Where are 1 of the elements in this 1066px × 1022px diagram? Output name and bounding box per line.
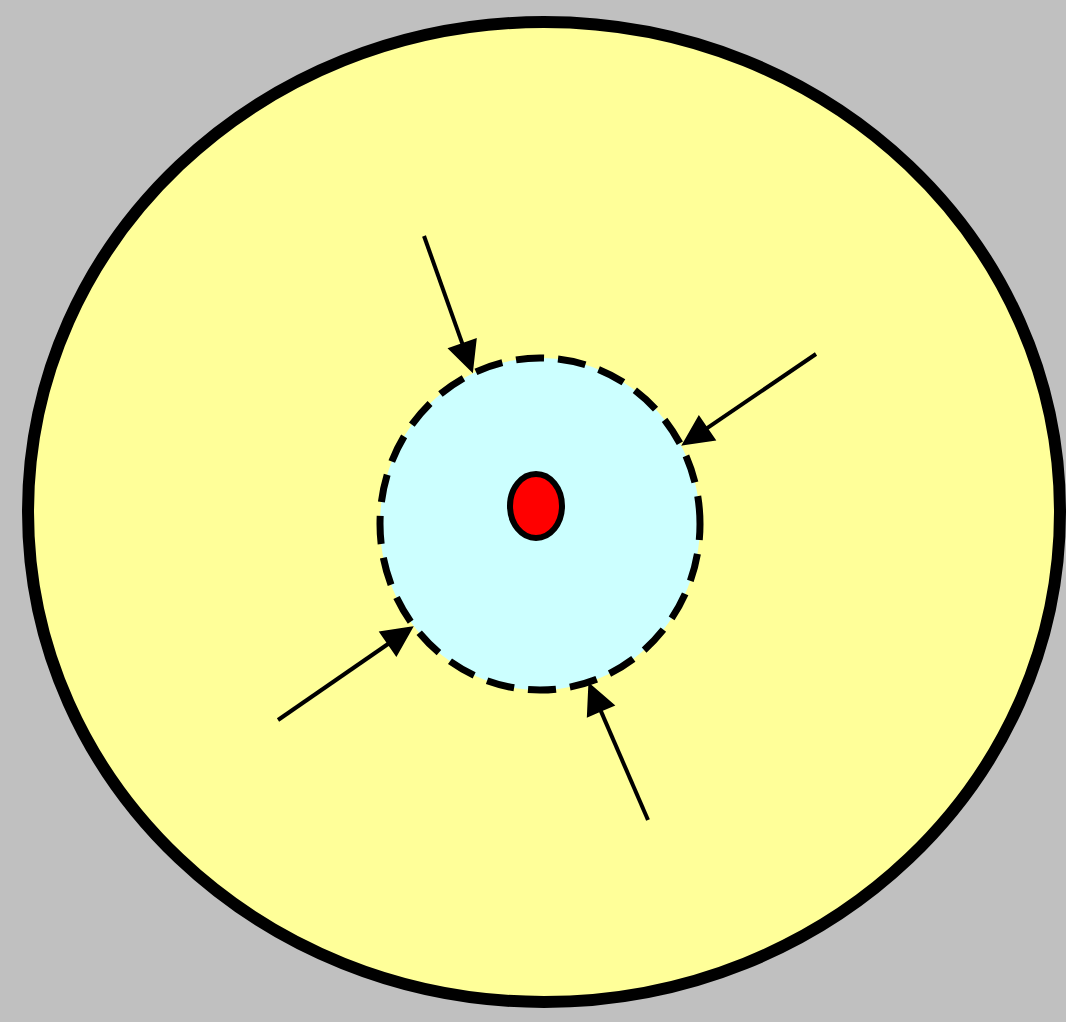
inner-circle bbox=[376, 354, 704, 694]
